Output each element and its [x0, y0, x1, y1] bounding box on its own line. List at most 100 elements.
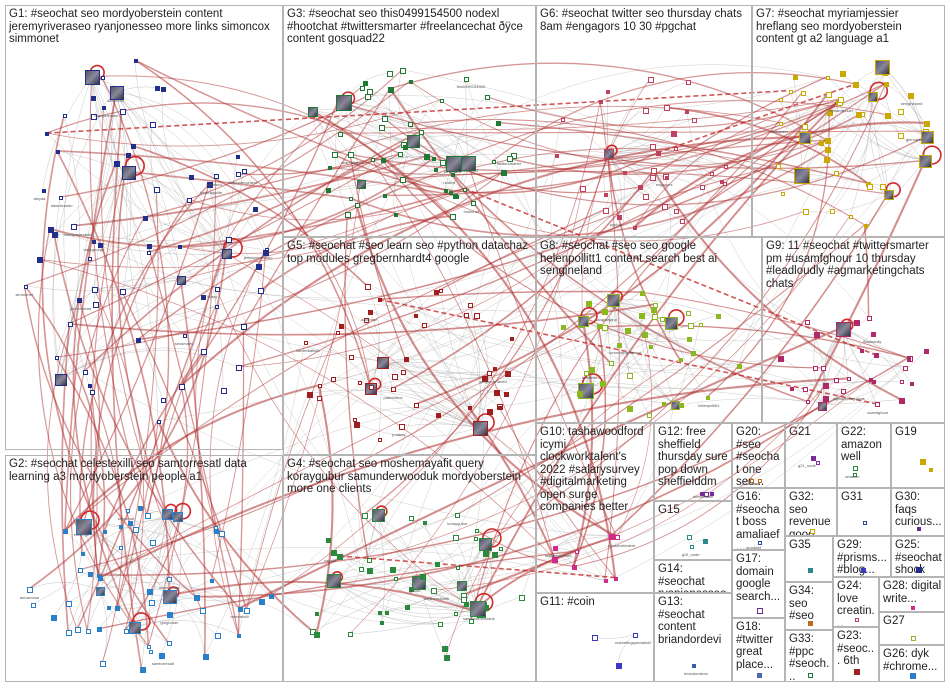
graph-node[interactable] — [647, 76, 654, 83]
graph-node[interactable] — [633, 226, 638, 231]
graph-node[interactable] — [202, 653, 209, 660]
graph-node[interactable] — [700, 491, 705, 496]
graph-node[interactable] — [627, 406, 634, 413]
graph-node[interactable] — [160, 87, 166, 93]
graph-node[interactable] — [102, 106, 107, 111]
graph-node[interactable] — [871, 379, 876, 384]
graph-node[interactable] — [561, 324, 567, 330]
graph-node[interactable] — [626, 372, 633, 379]
graph-node[interactable] — [874, 402, 880, 408]
graph-node[interactable] — [723, 165, 728, 170]
graph-node[interactable] — [348, 632, 354, 638]
graph-node[interactable] — [66, 630, 73, 637]
graph-node[interactable] — [687, 534, 693, 540]
graph-node[interactable] — [560, 118, 565, 122]
graph-node[interactable] — [633, 632, 639, 638]
graph-node[interactable] — [379, 125, 386, 132]
graph-node[interactable] — [510, 336, 515, 341]
graph-node[interactable] — [358, 380, 362, 385]
graph-node[interactable] — [214, 174, 220, 180]
graph-node[interactable] — [87, 383, 92, 388]
graph-node[interactable] — [471, 201, 477, 207]
graph-node[interactable] — [187, 197, 193, 203]
graph-node[interactable] — [55, 149, 60, 154]
graph-node[interactable] — [90, 389, 96, 395]
graph-node[interactable] — [136, 337, 142, 343]
graph-node[interactable] — [359, 567, 365, 573]
graph-node[interactable] — [801, 124, 808, 131]
graph-node[interactable] — [177, 275, 187, 285]
graph-node[interactable] — [806, 400, 811, 405]
graph-node[interactable] — [41, 189, 46, 194]
graph-node[interactable] — [453, 193, 459, 199]
graph-node[interactable] — [822, 396, 829, 403]
graph-node[interactable] — [840, 388, 846, 394]
graph-node[interactable] — [363, 80, 369, 86]
graph-node[interactable] — [623, 171, 628, 176]
graph-node[interactable] — [361, 512, 368, 519]
graph-node[interactable] — [653, 302, 659, 308]
graph-node[interactable] — [603, 579, 608, 584]
graph-node[interactable] — [166, 577, 172, 583]
graph-node[interactable] — [253, 206, 258, 212]
graph-node[interactable] — [326, 187, 332, 193]
graph-node[interactable] — [241, 168, 247, 174]
graph-node[interactable] — [616, 342, 622, 348]
graph-node[interactable] — [449, 213, 456, 220]
graph-node[interactable] — [225, 237, 232, 244]
graph-node[interactable] — [580, 186, 587, 193]
graph-node[interactable] — [303, 340, 308, 345]
graph-node[interactable] — [552, 545, 558, 551]
graph-node[interactable] — [50, 615, 57, 622]
graph-node[interactable] — [96, 587, 106, 597]
graph-node[interactable] — [484, 94, 490, 100]
graph-node[interactable] — [824, 138, 831, 145]
graph-node[interactable] — [393, 212, 398, 217]
graph-node[interactable] — [605, 90, 610, 95]
graph-node[interactable] — [142, 215, 148, 221]
graph-node[interactable] — [853, 82, 860, 89]
graph-node[interactable] — [166, 641, 172, 647]
graph-node[interactable] — [492, 551, 499, 558]
graph-node[interactable] — [393, 576, 398, 581]
graph-node[interactable] — [390, 567, 397, 574]
graph-node[interactable] — [583, 371, 589, 377]
graph-node[interactable] — [899, 397, 906, 404]
graph-node[interactable] — [776, 163, 782, 169]
graph-node[interactable] — [125, 153, 131, 159]
graph-node[interactable] — [439, 159, 446, 166]
graph-node[interactable] — [149, 650, 154, 655]
graph-node[interactable] — [849, 214, 854, 219]
graph-node[interactable] — [354, 202, 360, 208]
graph-node[interactable] — [139, 666, 146, 673]
graph-node[interactable] — [826, 110, 833, 117]
graph-node[interactable] — [54, 373, 67, 386]
graph-node[interactable] — [777, 356, 784, 363]
graph-node[interactable] — [377, 356, 390, 369]
graph-node[interactable] — [258, 288, 265, 295]
graph-node[interactable] — [177, 245, 182, 250]
graph-node[interactable] — [268, 594, 274, 600]
graph-node[interactable] — [439, 288, 444, 293]
graph-node[interactable] — [110, 86, 125, 101]
graph-node[interactable] — [100, 660, 107, 667]
graph-node[interactable] — [400, 176, 407, 183]
graph-node[interactable] — [317, 384, 322, 389]
graph-node[interactable] — [327, 166, 332, 171]
graph-node[interactable] — [150, 540, 157, 547]
graph-node[interactable] — [519, 594, 526, 601]
graph-node[interactable] — [789, 386, 794, 391]
graph-node[interactable] — [505, 371, 512, 378]
graph-node[interactable] — [92, 302, 99, 309]
graph-node[interactable] — [420, 574, 427, 581]
graph-node[interactable] — [600, 380, 607, 387]
graph-node[interactable] — [221, 387, 228, 394]
graph-node[interactable] — [314, 632, 321, 639]
graph-node[interactable] — [353, 418, 358, 423]
graph-node[interactable] — [201, 294, 206, 300]
graph-node[interactable] — [408, 80, 413, 85]
graph-node[interactable] — [307, 391, 314, 398]
graph-node[interactable] — [452, 534, 459, 541]
graph-node[interactable] — [454, 513, 460, 519]
graph-node[interactable] — [575, 550, 580, 555]
